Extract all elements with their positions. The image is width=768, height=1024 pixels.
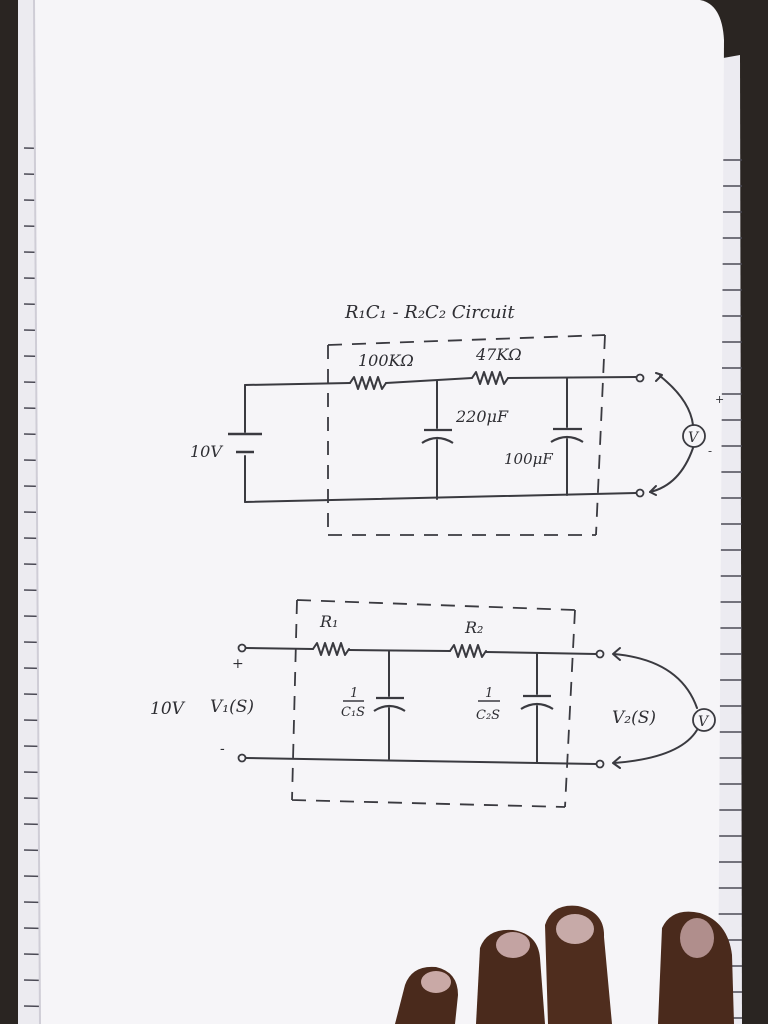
voltmeter-icon-s: V: [692, 708, 716, 732]
circuit-a: R₁C₁ - R₂C₂ Circuit 10V 220μF: [190, 302, 724, 536]
c1-label: 220μF: [455, 407, 509, 426]
battery-symbol: [228, 432, 262, 454]
capacitor-c2: [550, 427, 584, 443]
resistor-r2: [471, 371, 509, 385]
svg-text:V: V: [698, 714, 710, 730]
r1-s-label: R₁: [319, 612, 338, 631]
c2s-numerator: 1: [485, 686, 493, 701]
r2-s-label: R₂: [464, 618, 483, 637]
input-minus-label: -: [220, 741, 225, 757]
fingers: [395, 905, 734, 1024]
output-terminal-bottom: [635, 488, 645, 498]
r2-label: 47KΩ: [475, 345, 522, 364]
input-plus-label: +: [232, 656, 244, 672]
v2s-label: V₂(S): [612, 708, 656, 728]
circuit-b: 1 C₁S 1 C₂S R₁ R₂ 10V V₁(S) + - V₂(S) V: [150, 599, 716, 808]
output-terminal-top: [635, 373, 645, 383]
impedance-c1s: [373, 696, 406, 712]
meter-minus-label: -: [708, 444, 712, 458]
source-label: 10V: [190, 442, 223, 461]
notebook-page: [34, 0, 724, 1024]
c1s-denominator: C₁S: [341, 705, 365, 720]
meter-plus-label: +: [715, 393, 724, 406]
resistor-r2-s: [449, 644, 487, 658]
resistor-r1-s: [312, 642, 350, 656]
voltmeter-icon: V: [682, 424, 706, 448]
v1s-label: V₁(S): [210, 697, 254, 717]
output-terminal-top-s: [595, 649, 605, 659]
circuit-a-title: R₁C₁ - R₂C₂ Circuit: [344, 302, 515, 323]
circuit-b-enclosure: [291, 599, 576, 808]
svg-text:V: V: [688, 430, 700, 446]
impedance-c2s: [520, 694, 554, 710]
resistor-r1: [349, 376, 387, 390]
source-value-label: 10V: [150, 699, 186, 719]
c2s-denominator: C₂S: [476, 708, 500, 723]
c2-label: 100μF: [504, 450, 553, 468]
r1-label: 100KΩ: [358, 351, 414, 370]
capacitor-c1: [421, 428, 454, 444]
output-terminal-bottom-s: [595, 759, 605, 769]
c1s-numerator: 1: [350, 686, 358, 701]
